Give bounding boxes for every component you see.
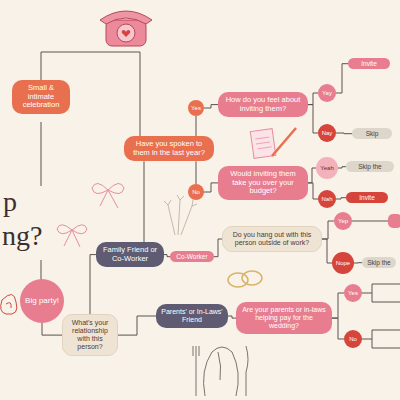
node-text: How do you feel about inviting them? <box>223 96 303 113</box>
connector-line <box>336 198 346 199</box>
process-box: Small & intimate celebration <box>12 80 70 114</box>
node-text: Invite <box>352 60 386 67</box>
node-text: Nope <box>336 260 350 267</box>
node-text: Nah <box>321 196 332 203</box>
node-text: Big party! <box>25 296 59 305</box>
answer-circle: Yes <box>344 284 362 302</box>
title-fragment: p <box>3 188 17 216</box>
node-text: Yeah <box>320 165 333 172</box>
connector-line <box>228 316 236 318</box>
napkin-and-cutlery <box>193 346 248 396</box>
answer-circle: Nah <box>318 190 336 208</box>
question-box: Do you hang out with this person outside… <box>222 226 322 252</box>
question-box: How do you feel about inviting them? <box>218 92 308 117</box>
connector-line <box>336 64 348 93</box>
connector-line <box>322 221 334 239</box>
node-text: Small & intimate celebration <box>17 84 65 110</box>
connector-line <box>338 167 346 168</box>
connector-line <box>214 239 222 257</box>
connector-line <box>332 318 344 339</box>
connector-line <box>196 161 197 184</box>
node-text: Yes <box>348 290 358 297</box>
answer-circle: No <box>188 184 204 200</box>
node-text: Skip the <box>366 259 392 266</box>
node-text: Skip <box>356 130 388 137</box>
connector-line <box>354 262 362 263</box>
node-text: Family Friend or Co-Worker <box>101 246 159 263</box>
node-text: Co-Worker <box>174 253 210 260</box>
node-text: Invite <box>350 194 384 201</box>
answer-circle: No <box>344 330 362 348</box>
answer-circle: Yep <box>334 212 352 230</box>
connector-line <box>118 316 156 335</box>
question-box: Are your parents or in-laws helping pay … <box>236 302 332 334</box>
answer-circle: Nope <box>332 252 354 274</box>
telephone <box>100 11 152 46</box>
outcome-box: Invite <box>348 58 390 69</box>
connector-line <box>308 105 318 133</box>
node-text: Yep <box>338 218 348 225</box>
outcome-box: Skip <box>352 128 392 139</box>
start-circle: Big party! <box>20 279 64 323</box>
bow <box>57 183 124 247</box>
outcome-box: Invite <box>346 192 388 203</box>
node-text: Nay <box>322 130 333 137</box>
outcome-box: Skip the <box>362 257 396 268</box>
connector-line <box>308 168 316 183</box>
node-text: Yes <box>191 105 201 112</box>
node-text: No <box>349 336 357 343</box>
process-box: Have you spoken to them in the last year… <box>124 136 214 161</box>
node-text: Do you hang out with this person outside… <box>228 231 316 247</box>
node-text: Are your parents or in-laws helping pay … <box>241 306 327 330</box>
answer-circle: Yeah <box>316 157 338 179</box>
title-fragment: ng? <box>2 222 42 250</box>
node-text: No <box>192 189 200 196</box>
node-text: Skip the <box>350 163 390 170</box>
answer-circle: Yay <box>318 84 336 102</box>
connector-line <box>308 183 318 199</box>
category-box: Family Friend or Co-Worker <box>96 242 164 267</box>
question-box: What's your relationship with this perso… <box>62 314 118 356</box>
rings <box>228 271 262 287</box>
connector-line <box>90 255 96 314</box>
flowers-sketch <box>164 195 197 235</box>
red-flower <box>1 294 17 314</box>
connector-line <box>332 293 344 318</box>
connector-line <box>144 161 145 242</box>
answer-circle: Nay <box>318 124 336 142</box>
question-box: Would inviting them take you over your b… <box>218 166 308 200</box>
outcome-box: Skip the <box>346 161 394 172</box>
connector-line <box>204 105 218 108</box>
node-text: Parents' or In-Laws' Friend <box>161 308 223 324</box>
node-text: Have you spoken to them in the last year… <box>129 140 209 157</box>
connector-line <box>196 116 197 136</box>
title-line <box>41 122 42 280</box>
connector-line <box>204 183 218 192</box>
connector-line <box>322 239 332 263</box>
category-box: Parents' or In-Laws' Friend <box>156 304 228 328</box>
connector-line <box>336 133 352 135</box>
notepad <box>250 128 296 158</box>
exit-lines <box>352 214 400 348</box>
connector-line <box>308 93 318 105</box>
answer-circle: Yes <box>188 100 204 116</box>
node-text: Yay <box>322 90 332 97</box>
outcome-box: Co-Worker <box>170 251 214 262</box>
connector-line <box>42 323 62 335</box>
node-text: What's your relationship with this perso… <box>68 319 112 351</box>
node-text: Would inviting them take you over your b… <box>223 170 303 196</box>
